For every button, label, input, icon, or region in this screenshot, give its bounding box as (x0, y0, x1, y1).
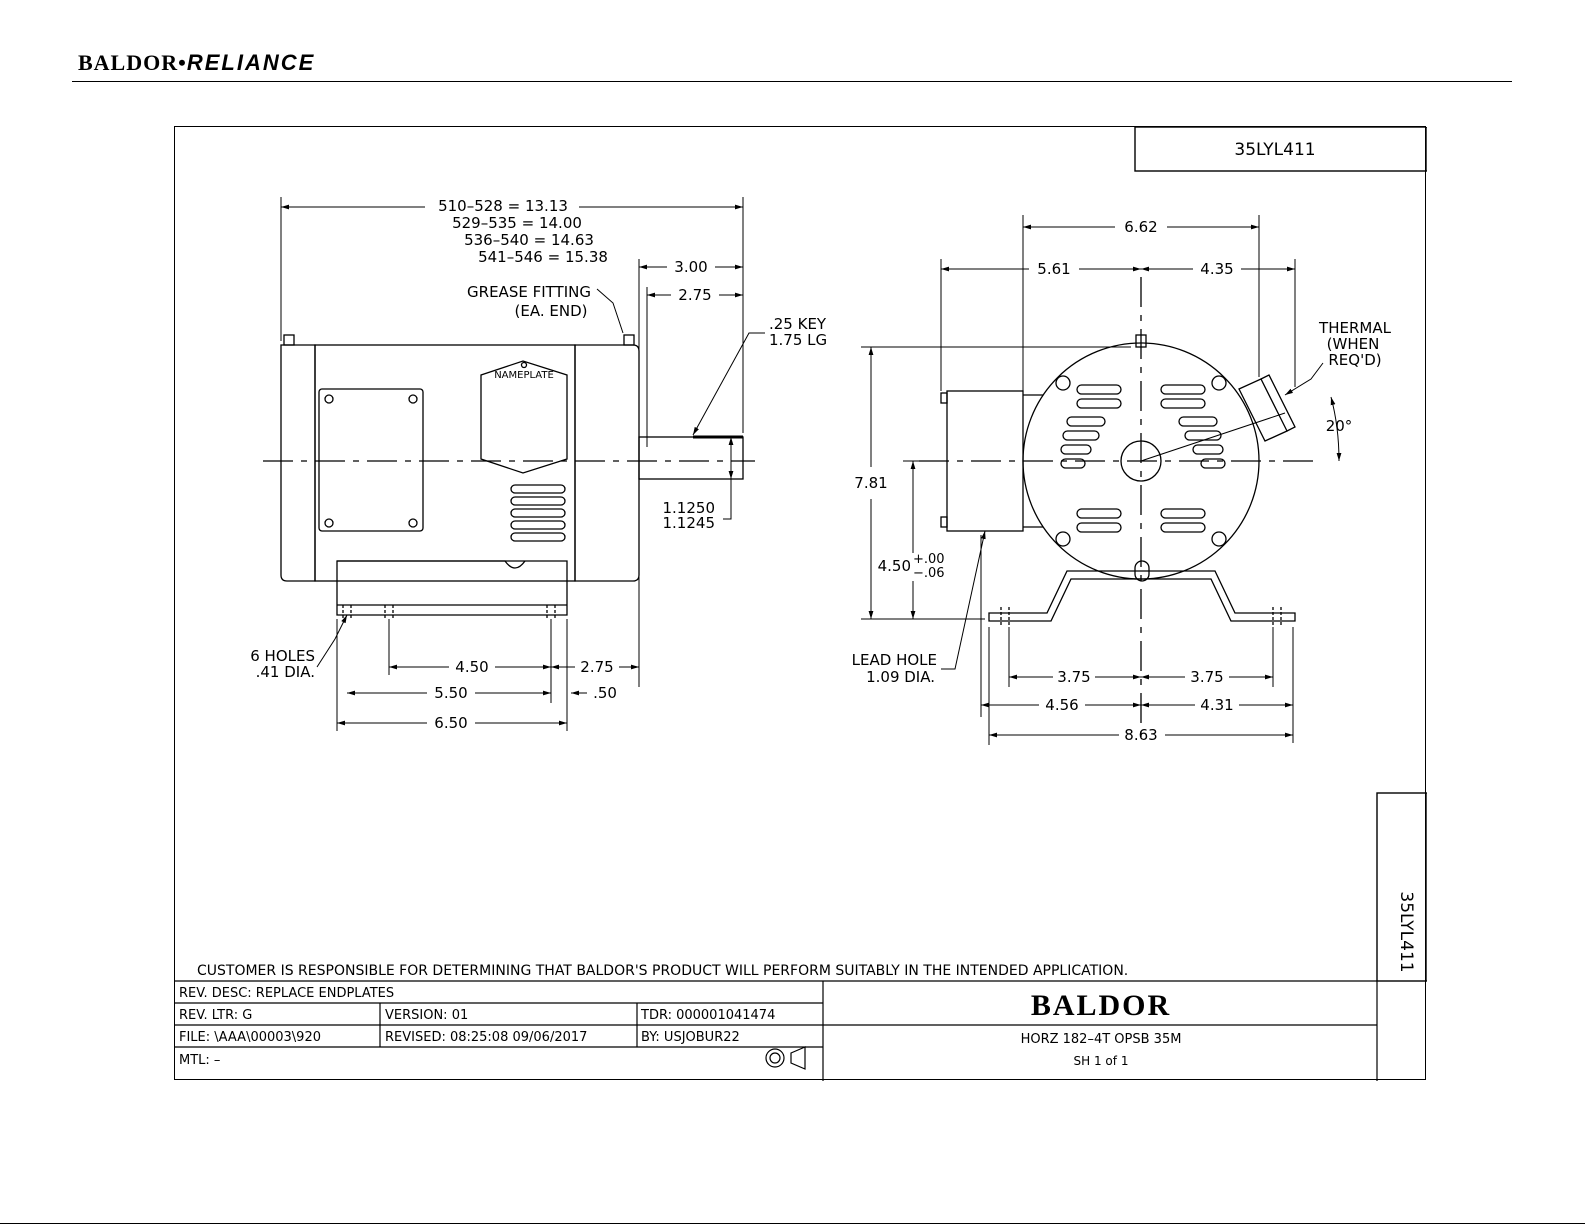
dim-3-00: 3.00 (674, 258, 707, 276)
dim-6-62: 6.62 (1124, 218, 1157, 236)
drawing-number: 35LYL411 (1234, 140, 1315, 160)
rev-ltr: REV. LTR: G (179, 1008, 252, 1023)
grease-label-2: (EA. END) (515, 302, 588, 320)
grease-label-1: GREASE FITTING (467, 283, 591, 301)
thermal-label-1: THERMAL (1318, 319, 1392, 337)
length-row-2: 529–535 = 14.00 (452, 214, 582, 232)
lead-hole-label-1: LEAD HOLE (852, 651, 937, 669)
title-block-texts: REV. DESC: REPLACE ENDPLATES REV. LTR: G… (179, 986, 1181, 1068)
revised-by: BY: USJOBUR22 (641, 1030, 740, 1045)
dim-0-50: .50 (593, 684, 617, 702)
projection-symbol-circle (765, 1048, 785, 1068)
end-dimensions (861, 215, 1342, 745)
drawing-frame: 35LYL411 35LYL411 (174, 126, 1427, 1081)
top-grease-fitting (1135, 334, 1147, 348)
shaft-circle (1120, 440, 1162, 482)
disclaimer: CUSTOMER IS RESPONSIBLE FOR DETERMINING … (197, 963, 1128, 979)
brand-baldor: BALDOR (78, 50, 179, 75)
box-screw (324, 394, 334, 404)
dim-6-50: 6.50 (434, 714, 467, 732)
grease-fitting-rear (283, 334, 295, 346)
conduit-box (318, 388, 424, 532)
title-block (175, 980, 1378, 1081)
end-texts: 6.62 5.61 4.35 THERMAL (WHEN REQ'D) 20° … (852, 218, 1392, 744)
thermal-label-3: REQ'D) (1328, 351, 1381, 369)
header-logo: BALDOR•RELIANCE (78, 50, 315, 76)
dim-5-50: 5.50 (434, 684, 467, 702)
end-vent (1076, 384, 1122, 395)
key-label-1: .25 KEY (769, 315, 827, 333)
model-description: HORZ 182–4T OPSB 35M (1021, 1032, 1182, 1047)
version: VERSION: 01 (385, 1008, 468, 1023)
dimension-drawing: 35LYL411 35LYL411 (175, 127, 1427, 1081)
dim-shaft-height: 4.50 (878, 557, 911, 575)
rear-endbell (280, 344, 316, 582)
dim-4-35: 4.35 (1200, 260, 1233, 278)
shaft (638, 436, 744, 480)
brand-reliance: RELIANCE (186, 50, 316, 75)
projection-symbol-cone (790, 1046, 806, 1070)
mounting-base (336, 560, 568, 616)
bottom-rule (0, 1223, 1585, 1224)
length-row-4: 541–546 = 15.38 (478, 248, 608, 266)
holes-label-2: .41 DIA. (256, 663, 315, 681)
dim-2-75-bottom: 2.75 (580, 658, 613, 676)
dim-4-50: 4.50 (455, 658, 488, 676)
nameplate-label: NAMEPLATE (494, 370, 554, 381)
holes-label-1: 6 HOLES (250, 647, 315, 665)
lead-hole-label-2: 1.09 DIA. (866, 668, 935, 686)
dim-8-63: 8.63 (1124, 726, 1157, 744)
tolerance-plus: +.00 (913, 552, 945, 567)
sheet-number: SH 1 of 1 (1074, 1054, 1129, 1068)
dim-3-75-right: 3.75 (1190, 668, 1223, 686)
dim-5-61: 5.61 (1037, 260, 1070, 278)
dim-3-75-left: 3.75 (1057, 668, 1090, 686)
shaft-dia-min: 1.1245 (663, 514, 716, 532)
company-logo: BALDOR (1031, 989, 1171, 1022)
side-texts: 510–528 = 13.13 529–535 = 14.00 536–540 … (250, 197, 827, 732)
brand-separator: • (178, 50, 187, 75)
dim-4-56: 4.56 (1045, 696, 1078, 714)
dim-4-31: 4.31 (1200, 696, 1233, 714)
thermal-label-2: (WHEN (1327, 335, 1380, 353)
side-number-box: 35LYL411 (1376, 792, 1427, 982)
material: MTL: – (179, 1053, 220, 1068)
revised-date: REVISED: 08:25:08 09/06/2017 (385, 1030, 587, 1045)
side-dimensions (280, 197, 765, 731)
end-feet (988, 570, 1296, 622)
shaft-dia-max: 1.1250 (663, 499, 716, 517)
dim-7-81: 7.81 (854, 474, 887, 492)
grease-fitting-front (623, 334, 635, 346)
tolerance-minus: −.06 (913, 566, 945, 581)
drawing-number-vertical: 35LYL411 (1396, 891, 1416, 972)
thermal-protector (1238, 378, 1288, 442)
rev-desc: REV. DESC: REPLACE ENDPLATES (179, 986, 394, 1001)
vent-slot (510, 484, 566, 494)
angle-label: 20° (1326, 417, 1353, 435)
key-label-2: 1.75 LG (769, 331, 827, 349)
end-view (919, 277, 1313, 739)
file-path: FILE: \AAA\00003\920 (179, 1030, 321, 1045)
dim-2-75-top: 2.75 (678, 286, 711, 304)
tdr: TDR: 000001041474 (640, 1008, 775, 1023)
nameplate-outline (480, 360, 568, 474)
length-row-1: 510–528 = 13.13 (438, 197, 568, 215)
front-endbell (574, 344, 640, 582)
header-rule (72, 81, 1512, 82)
length-row-3: 536–540 = 14.63 (464, 231, 594, 249)
drawing-number-box: 35LYL411 (1134, 127, 1427, 172)
